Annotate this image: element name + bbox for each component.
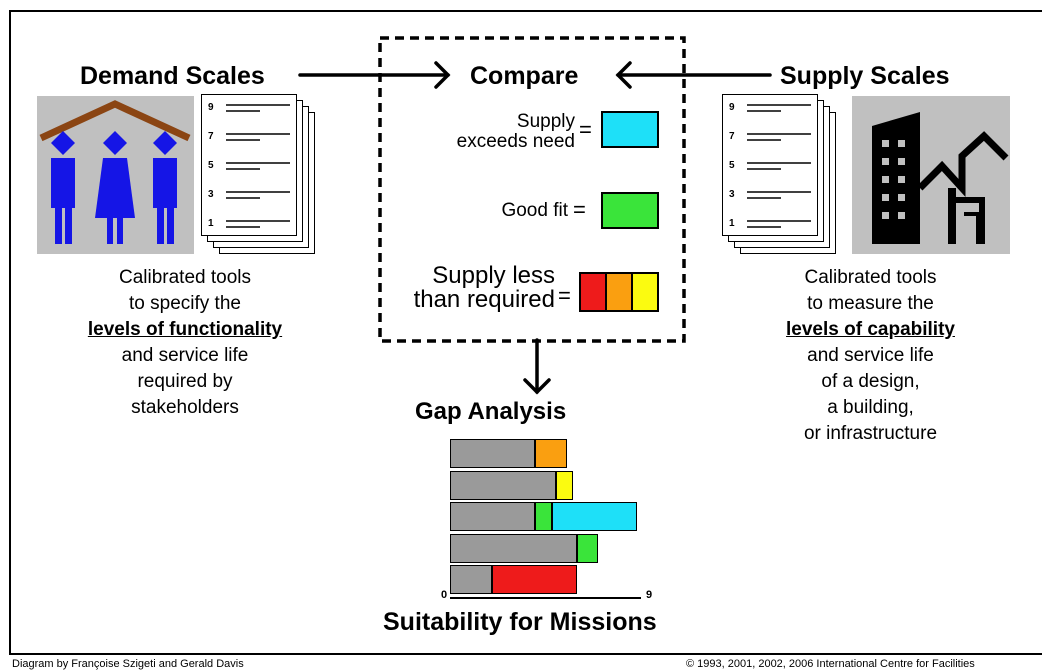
demand-scales-title: Demand Scales	[80, 62, 265, 90]
demand-description: Calibrated tools to specify the levels o…	[40, 265, 330, 421]
legend-good-fit-label: Good fit	[501, 200, 568, 221]
gap-axis-min: 0	[441, 589, 448, 601]
stakeholders-icon	[37, 96, 194, 254]
compare-box	[378, 36, 686, 343]
gap-analysis-title: Gap Analysis	[415, 398, 567, 425]
gap-bar-green	[577, 533, 599, 563]
diagram-frame	[9, 10, 1042, 655]
supply-description: Calibrated tools to measure the levels o…	[728, 265, 1013, 447]
suitability-title: Suitability for Missions	[383, 608, 657, 636]
gap-analysis-chart	[450, 439, 650, 601]
scale-page: 9 7 5 3 1	[722, 94, 818, 236]
levels-of-capability: levels of capability	[786, 319, 955, 340]
arrow-compare-to-gap	[523, 338, 551, 395]
gap-bar-gray	[450, 565, 493, 594]
compare-title: Compare	[470, 62, 579, 90]
swatch-red	[581, 274, 607, 310]
arrow-demand-to-compare	[298, 61, 451, 89]
gap-bar-gray	[450, 439, 535, 468]
gap-bar-cyan	[551, 502, 637, 531]
gap-bar-orange	[534, 439, 567, 468]
swatch-orange	[607, 274, 633, 310]
gap-axis-max: 9	[646, 589, 653, 601]
demand-scale-document: 9 7 5 3 1	[201, 94, 321, 254]
swatch-yellow	[633, 274, 657, 310]
gap-bar-yellow	[556, 470, 573, 500]
swatch-cyan	[601, 111, 659, 148]
gap-bar-gray	[450, 502, 535, 531]
gap-bar-gray	[450, 533, 578, 563]
gap-bar-green	[534, 502, 552, 531]
gap-axis-line	[450, 596, 641, 599]
legend-supply-less-label: Supply less than required	[413, 262, 555, 313]
supply-scales-title: Supply Scales	[780, 62, 950, 90]
building-icon	[852, 96, 1010, 254]
supply-scale-document: 9 7 5 3 1	[722, 94, 842, 254]
swatch-red-orange-yellow	[579, 272, 659, 312]
levels-of-functionality: levels of functionality	[87, 319, 283, 340]
gap-bar-red	[492, 565, 578, 594]
arrow-supply-to-compare	[615, 61, 772, 89]
credit-left: Diagram by Françoise Szigeti and Gerald …	[12, 658, 244, 670]
scale-page: 9 7 5 3 1	[201, 94, 297, 236]
credit-right: © 1993, 2001, 2002, 2006 International C…	[686, 658, 975, 670]
legend-supply-exceeds-label: Supply exceeds need	[456, 111, 575, 152]
swatch-green	[601, 192, 659, 229]
gap-bar-gray	[450, 470, 556, 500]
